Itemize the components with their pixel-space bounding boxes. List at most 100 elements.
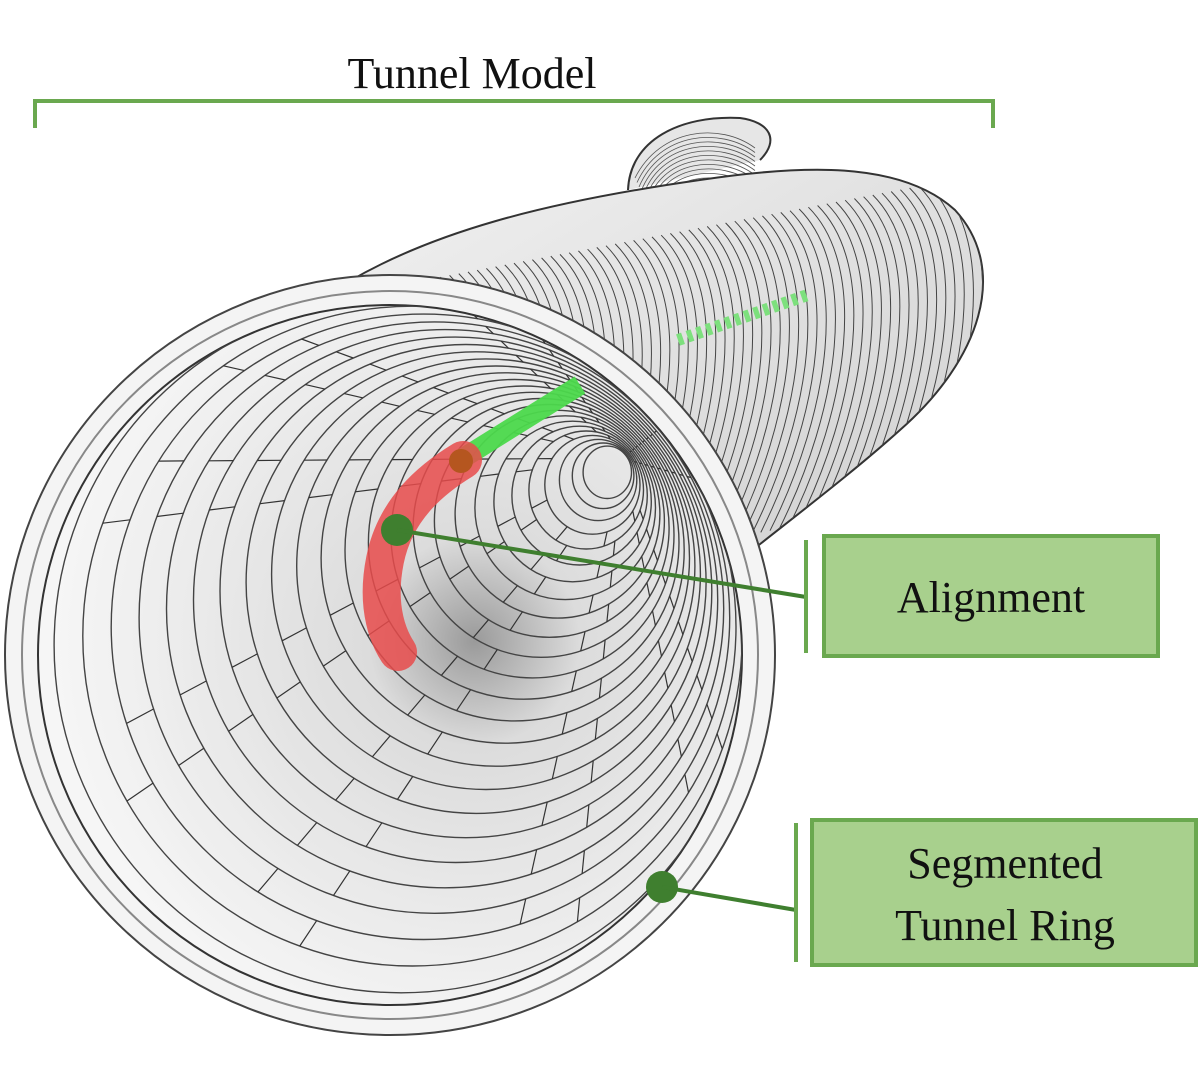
segment-joint [543, 381, 552, 389]
segment-joint [257, 868, 279, 893]
segment-joint [409, 592, 431, 607]
alignment-label: Alignment [897, 573, 1085, 622]
segment-joint [657, 467, 662, 470]
segment-joint [602, 639, 606, 659]
segment-joint [533, 576, 547, 595]
alignment-callout: Alignment [396, 528, 1160, 658]
segment-joint [497, 516, 516, 527]
segment-joint [308, 494, 333, 499]
segment-joint [580, 416, 587, 423]
alignment-green-segment [454, 376, 586, 469]
cap-line [642, 150, 756, 197]
segment-joint [305, 384, 326, 390]
segment-joint [419, 556, 441, 569]
tube-ring-line [815, 201, 873, 523]
segment-joint [472, 619, 489, 638]
alignment-dash [780, 296, 790, 310]
alignment-dash [704, 322, 714, 336]
segment-joint [677, 621, 684, 635]
title: Tunnel Model [348, 49, 597, 98]
segment-joint [371, 735, 391, 758]
segment-joint [664, 671, 669, 689]
segment-joint [179, 680, 207, 696]
segment-joint [686, 475, 692, 479]
segment-joint [664, 469, 669, 472]
segment-joint [178, 747, 205, 766]
segment-joint [520, 519, 538, 531]
cap-line [644, 154, 756, 201]
segment-joint [634, 461, 637, 463]
segment-joint [649, 433, 653, 437]
segment-joint [598, 678, 602, 699]
segmented-ring-callout: Segmented Tunnel Ring [646, 818, 1198, 967]
alignment-dash [761, 302, 771, 316]
alignment-dash [799, 289, 809, 303]
segment-joint [706, 703, 713, 719]
inner-ring [270, 358, 702, 791]
alignment-dash [790, 293, 799, 307]
inner-ring [219, 343, 713, 839]
cap-line [634, 132, 756, 179]
segment-joint [456, 689, 472, 711]
segment-joint [515, 354, 524, 363]
segment-joint [686, 647, 693, 662]
segment-joint [299, 920, 318, 947]
tube-ring-line [732, 217, 790, 538]
inner-ring [474, 415, 657, 601]
segment-joint [540, 438, 554, 443]
segment-joint [632, 448, 635, 451]
segment-joint [644, 464, 649, 466]
segment-joint [541, 426, 554, 433]
segment-joint [509, 611, 523, 631]
alignment-dash [695, 326, 704, 340]
alignment-dash [723, 316, 733, 330]
inner-ring [82, 305, 742, 967]
inner-ring [582, 445, 633, 500]
segment-joint [276, 681, 301, 699]
segment-joint [335, 777, 355, 801]
segment-joint [332, 870, 351, 896]
segmented-ring-label-line2: Tunnel Ring [895, 901, 1115, 950]
inner-ring [165, 328, 725, 889]
segment-joint [595, 417, 600, 423]
segment-joint [355, 488, 378, 493]
segment-joint [427, 731, 443, 755]
tube-ring-line [824, 199, 882, 521]
segmented-ring-label-box [810, 818, 1198, 967]
inner-ring [493, 420, 652, 583]
segment-joint [635, 445, 638, 448]
tube-ring-line [751, 213, 809, 535]
segment-joint [671, 471, 676, 474]
segmented-ring-label-line1: Segmented [907, 839, 1103, 888]
inner-ring [558, 438, 638, 522]
segment-joint [576, 897, 581, 922]
segment-joint [679, 473, 684, 476]
inner-ring [367, 385, 680, 700]
segment-joint [462, 397, 478, 405]
segment-joint [657, 640, 663, 657]
segment-joint [669, 595, 675, 609]
segment-joint [612, 541, 616, 556]
alignment-dash [742, 309, 752, 323]
tube-ring-line [797, 205, 855, 526]
segment-joint [209, 506, 235, 511]
tube-ring-line [787, 206, 846, 528]
alignment-dash [685, 329, 695, 343]
segment-joint [653, 549, 659, 561]
segment-joint [264, 374, 286, 381]
inner-ring [295, 365, 696, 767]
segment-joint [581, 397, 586, 404]
segment-joint [483, 649, 498, 670]
alignment-path [362, 376, 586, 671]
segment-joint [480, 473, 499, 477]
segment-joint [502, 585, 518, 603]
segment-joint [716, 733, 723, 750]
segment-joint [561, 712, 568, 735]
segment-joint [365, 822, 383, 848]
segment-joint [642, 440, 645, 443]
segment-joint [440, 655, 459, 676]
alignment-dash [733, 312, 742, 326]
segment-joint [396, 776, 414, 800]
segment-joint [606, 604, 610, 622]
segment-joint [228, 713, 254, 732]
